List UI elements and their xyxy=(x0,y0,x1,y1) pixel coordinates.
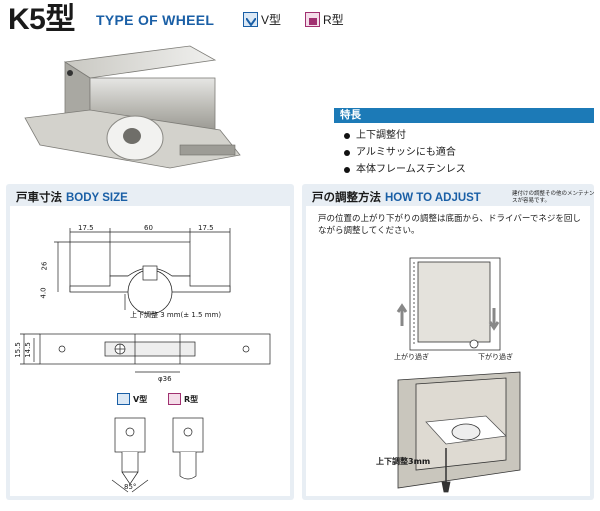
type-v-text: V型 xyxy=(133,394,148,404)
how-to-adjust-drawing xyxy=(396,257,521,493)
r-wheel-icon xyxy=(305,12,320,27)
type-of-wheel-heading: TYPE OF WHEEL xyxy=(96,12,215,28)
how-to-adjust-title-jp: 戸の調整方法 xyxy=(312,190,381,204)
wheel-type-v-label: V型 xyxy=(261,13,282,27)
how-to-adjust-title: 戸の調整方法 HOW TO ADJUST xyxy=(312,189,481,205)
adjust-note: 建付けの調整その他のメンテナンスが容易です。 xyxy=(512,191,595,204)
body-size-title-jp: 戸車寸法 xyxy=(16,190,62,204)
label-adjust: 上下調整3mm xyxy=(376,457,431,466)
adjust-instructions: 戸の位置の上がり下がりの調整は底面から、ドライバーでネジを回しながら調整してくだ… xyxy=(318,214,581,236)
features-list: 上下調整付 アルミサッシにも適合 本体フレームステンレス xyxy=(344,127,466,178)
model-title: K5型 xyxy=(8,3,75,36)
v-wheel-icon xyxy=(117,393,130,405)
dim-outer: 15.5 xyxy=(13,342,22,358)
adjust-label: 上下調整 3 mm(± 1.5 mm) xyxy=(130,311,222,319)
dim-center: 60 xyxy=(144,224,153,232)
wheel-type-v: V型 xyxy=(243,11,281,28)
dim-base: 4.0 xyxy=(39,287,48,299)
body-size-drawing xyxy=(20,228,271,493)
product-photo xyxy=(24,45,241,169)
body-size-title-en: BODY SIZE xyxy=(66,192,128,204)
features-title: 特長 xyxy=(334,108,594,123)
type-r-text: R型 xyxy=(184,394,199,404)
dim-wheel: φ36 xyxy=(158,375,172,383)
feature-item: アルミサッシにも適合 xyxy=(344,144,466,161)
dim-inner: 14.5 xyxy=(23,342,32,358)
how-to-adjust-title-en: HOW TO ADJUST xyxy=(385,192,481,204)
dim-left: 17.5 xyxy=(78,224,94,232)
label-down: 下がり過ぎ xyxy=(478,353,513,361)
r-wheel-icon xyxy=(168,393,181,405)
wheel-type-r-label: R型 xyxy=(323,13,344,27)
dim-right: 17.5 xyxy=(198,224,214,232)
v-wheel-icon xyxy=(243,12,258,27)
body-size-title: 戸車寸法 BODY SIZE xyxy=(16,189,128,205)
angle-label: 85° xyxy=(124,483,137,491)
label-up: 上がり過ぎ xyxy=(394,353,429,361)
dim-height: 26 xyxy=(40,261,49,271)
feature-item: 上下調整付 xyxy=(344,127,466,144)
type-v-label: V型 xyxy=(117,393,147,405)
type-r-label: R型 xyxy=(168,393,198,405)
feature-item: 本体フレームステンレス xyxy=(344,161,466,178)
wheel-type-r: R型 xyxy=(305,11,344,28)
